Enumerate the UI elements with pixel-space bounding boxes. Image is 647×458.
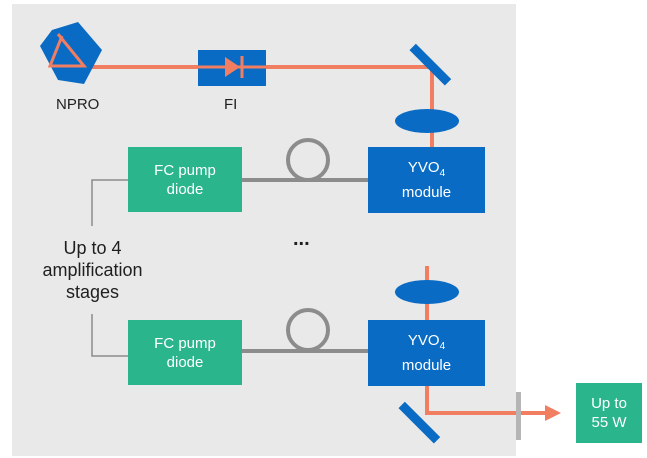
stages-label-line1: Up to 4: [63, 238, 122, 258]
yvo4-label-line1: YVO4: [407, 332, 446, 352]
yvo4-label-line2: module: [401, 357, 452, 374]
stages-label-line2: amplification: [42, 260, 143, 280]
mirror-icon: [398, 401, 441, 444]
fiber-coil-icon: [286, 138, 330, 182]
stage-bracket-top: [91, 179, 128, 226]
npro-label: NPRO: [56, 96, 100, 113]
pump-label-line2: diode: [166, 180, 204, 198]
fi-label: FI: [224, 96, 238, 113]
output-label-line1: Up to: [591, 395, 627, 412]
yvo4-module-1: YVO4 module: [368, 147, 485, 213]
lens-icon: [395, 109, 459, 133]
stages-label: Up to 4 amplification stages: [25, 237, 160, 303]
output-beam: [425, 386, 548, 415]
pump-label-line1: FC pump: [154, 161, 216, 179]
fc-pump-diode-1: FC pump diode: [128, 147, 242, 212]
beam-dump-icon: [516, 392, 521, 440]
isolator-icon: [198, 50, 266, 86]
yvo4-label-line1: YVO4: [407, 159, 446, 179]
output-label-line2: 55 W: [591, 414, 627, 431]
fiber-coil-icon: [286, 308, 330, 352]
arrow-icon: [545, 405, 561, 421]
pump-label-line1: FC pump: [154, 334, 216, 352]
yvo4-module-2: YVO4 module: [368, 320, 485, 386]
pump-label-line2: diode: [166, 353, 204, 371]
fc-pump-diode-2: FC pump diode: [128, 320, 242, 385]
mirror-icon: [409, 43, 452, 86]
prism-icon: [40, 22, 102, 84]
stages-label-line3: stages: [65, 282, 120, 302]
output-power-box: Up to 55 W: [576, 383, 642, 443]
ellipsis-label: ...: [293, 228, 310, 250]
lens-icon: [395, 280, 459, 304]
stage-bracket-bottom: [91, 314, 128, 357]
yvo4-label-line2: module: [401, 184, 452, 201]
